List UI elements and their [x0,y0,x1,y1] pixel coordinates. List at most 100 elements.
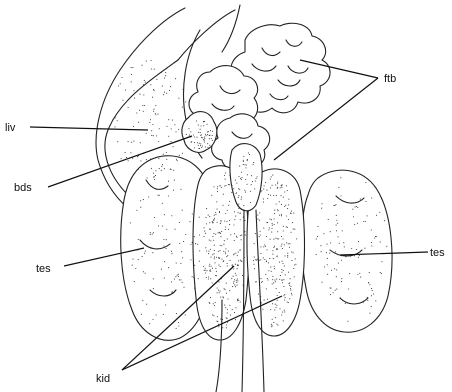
stipple-dot [168,136,169,137]
stipple-dot [281,280,282,281]
stipple-dot [284,311,285,312]
stipple-dot [274,218,275,219]
stipple-dot [190,259,191,260]
stipple-dot [284,265,285,266]
stipple-dot [274,224,275,225]
stipple-dot [274,266,275,267]
stipple-dot [279,201,280,202]
stipple-dot [221,245,222,246]
right-testis-shape [302,170,392,332]
stipple-dot [283,320,284,321]
stipple-dot [263,246,264,247]
stipple-dot [179,155,180,156]
stipple-dot [220,266,221,267]
stipple-dot [213,219,214,220]
stipple-dot [136,210,137,211]
stipple-dot [157,114,158,115]
stipple-dot [250,191,251,192]
stipple-dot [224,185,225,186]
stipple-dot [219,212,220,213]
stipple-dot [150,159,151,160]
stipple-dot [229,201,230,202]
stipple-dot [320,245,321,246]
stipple-dot [194,283,195,284]
stipple-dot [363,302,364,303]
stipple-dot [166,159,167,160]
stipple-dot [289,285,290,286]
stipple-dot [158,195,159,196]
stipple-dot [171,128,172,129]
stipple-dot [356,249,357,250]
stipple-dot [219,185,220,186]
stipple-dot [152,319,153,320]
stipple-dot [216,271,217,272]
stipple-dot [365,201,366,202]
stipple-dot [133,126,134,127]
stipple-dot [272,319,273,320]
stipple-dot [236,192,237,193]
stipple-dot [267,222,268,223]
stipple-dot [164,92,165,93]
stipple-dot [154,217,155,218]
stipple-dot [226,283,227,284]
stipple-dot [228,251,229,252]
stipple-dot [228,205,229,206]
stipple-dot [153,232,154,233]
stipple-dot [245,234,246,235]
stipple-dot [272,225,273,226]
stipple-dot [286,242,287,243]
stipple-dot [145,273,146,274]
stipple-dot [336,230,337,231]
stipple-dot [241,260,242,261]
stipple-dot [336,269,337,270]
stipple-dot [261,190,262,191]
stipple-dot [150,84,151,85]
stipple-dot [371,242,372,243]
stipple-dot [169,90,170,91]
stipple-dot [231,192,232,193]
stipple-dot [226,256,227,257]
stipple-dot [163,314,164,315]
stipple-dot [280,275,281,276]
stipple-dot [276,248,277,249]
stipple-dot [237,285,238,286]
stipple-dot [164,261,165,262]
stipple-dot [179,243,180,244]
stipple-dot [209,222,210,223]
stipple-dot [376,215,377,216]
stipple-dot [287,190,288,191]
stipple-dot [316,239,317,240]
stipple-dot [345,303,346,304]
stipple-dot [287,301,288,302]
stipple-dot [154,179,155,180]
stipple-dot [234,233,235,234]
stipple-dot [367,215,368,216]
stipple-dot [251,184,252,185]
stipple-dot [270,239,271,240]
stipple-dot [244,253,245,254]
stipple-dot [334,268,335,269]
stipple-dot [182,282,183,283]
stipple-dot [200,145,201,146]
stipple-dot [174,278,175,279]
stipple-dot [277,325,278,326]
stipple-dot [153,135,154,136]
stipple-dot [140,142,141,143]
stipple-dot [244,257,245,258]
stipple-dot [218,290,219,291]
stipple-dot [224,220,225,221]
label-tes-right: tes [430,247,445,259]
stipple-dot [166,126,167,127]
stipple-dot [162,86,163,87]
stipple-dot [147,177,148,178]
stipple-dot [219,232,220,233]
stipple-dot [165,72,166,73]
stipple-dot [259,220,260,221]
stipple-dot [220,297,221,298]
stipple-dot [217,316,218,317]
stipple-dot [268,262,269,263]
stipple-dot [242,275,243,276]
stipple-dot [236,183,237,184]
stipple-dot [233,224,234,225]
stipple-dot [182,257,183,258]
